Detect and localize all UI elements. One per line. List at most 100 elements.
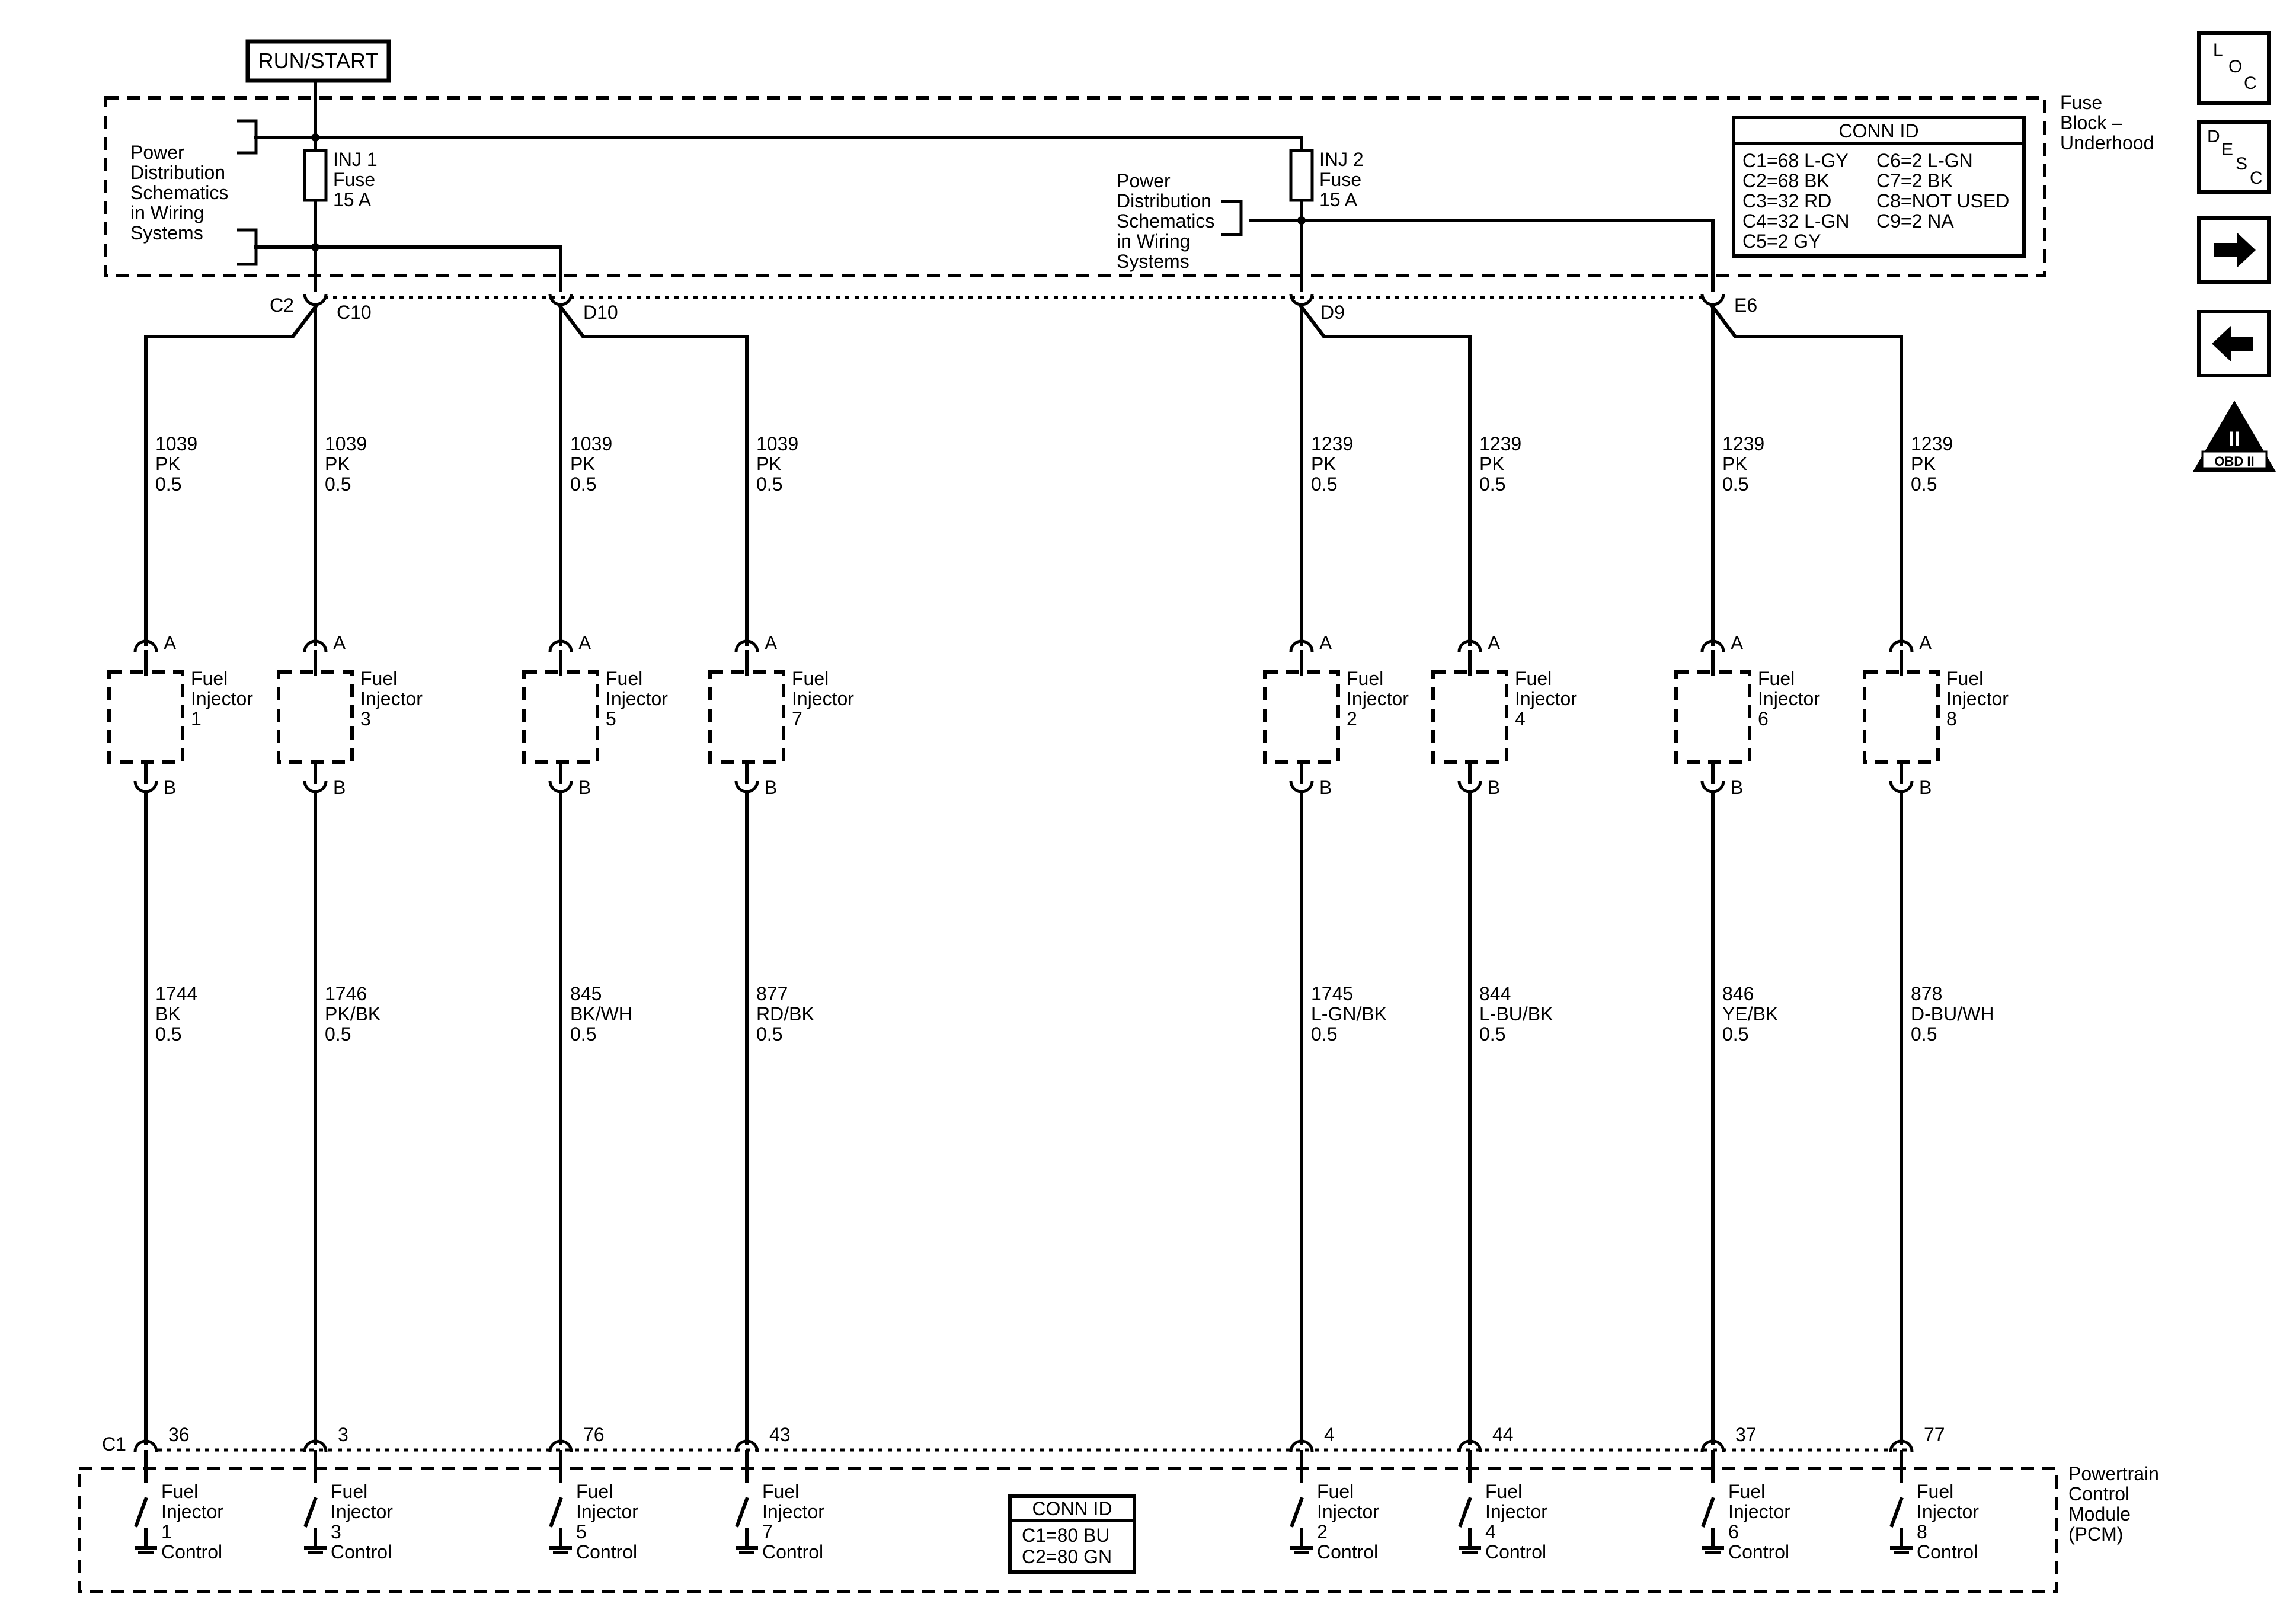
injector-1: 1039PK0.5AFuelInjector1B1744BK0.536FuelI… bbox=[107, 304, 318, 1563]
pcm-terminal bbox=[734, 1439, 759, 1452]
pcm-control-label: Control bbox=[576, 1541, 637, 1563]
bottom-wire-circuit: 878 bbox=[1911, 983, 1942, 1004]
pcm-control-label: Injector bbox=[1917, 1501, 1979, 1522]
top-wire-color: PK bbox=[756, 453, 782, 475]
fuse-inj1 bbox=[303, 149, 328, 202]
bracket-left-bottom bbox=[237, 228, 258, 266]
injector-8: 1239PK0.5AFuelInjector8B878D-BU/WH0.577F… bbox=[1710, 304, 2009, 1563]
svg-text:Systems: Systems bbox=[130, 222, 203, 244]
branch-wire bbox=[558, 304, 749, 646]
forward-arrow-icon[interactable] bbox=[2197, 216, 2271, 284]
pin-a-terminal bbox=[1889, 639, 1914, 652]
bottom-wire-color: RD/BK bbox=[756, 1003, 814, 1025]
pcm-label: Powertrain Control Module (PCM) bbox=[2068, 1463, 2159, 1545]
pcm-control-label: Fuel bbox=[331, 1481, 367, 1502]
bottom-wire-color: D-BU/WH bbox=[1911, 1003, 1994, 1025]
injector-label: 4 bbox=[1515, 708, 1526, 729]
pcm-outline bbox=[78, 1467, 2058, 1593]
bottom-wire-circuit: 1746 bbox=[325, 983, 367, 1004]
bottom-wire-circuit: 846 bbox=[1722, 983, 1754, 1004]
obd-ii-icon[interactable]: II OBD II bbox=[2193, 401, 2276, 472]
top-wire-size: 0.5 bbox=[570, 473, 596, 495]
svg-text:E: E bbox=[2221, 140, 2233, 159]
pin-a-label: A bbox=[765, 632, 778, 654]
loc-nav-icon[interactable]: L O C bbox=[2197, 31, 2271, 105]
driver-switch bbox=[1290, 1497, 1304, 1528]
pcm-control-label: Fuel bbox=[1917, 1481, 1953, 1502]
pcm-terminal bbox=[303, 1439, 328, 1452]
pcm-control-label: Control bbox=[762, 1541, 823, 1563]
svg-text:Distribution: Distribution bbox=[130, 162, 225, 183]
injector-label: Injector bbox=[360, 688, 423, 709]
power-distribution-left: Power Distribution Schematics in Wiring … bbox=[130, 142, 228, 244]
injector-label: Injector bbox=[191, 688, 253, 709]
pcm-control-label: Control bbox=[1485, 1541, 1546, 1563]
svg-text:L: L bbox=[2213, 40, 2223, 60]
bottom-wire-color: BK bbox=[155, 1003, 181, 1025]
bottom-wire-size: 0.5 bbox=[570, 1023, 596, 1045]
svg-text:C2=80 GN: C2=80 GN bbox=[1022, 1546, 1112, 1567]
back-arrow-icon[interactable] bbox=[2197, 310, 2271, 377]
bracket-left-top bbox=[237, 119, 258, 155]
pcm-control-label: Injector bbox=[1317, 1501, 1379, 1522]
pin-a-label: A bbox=[1731, 632, 1744, 654]
pin-b-label: B bbox=[1731, 777, 1743, 798]
driver-switch bbox=[549, 1497, 563, 1528]
pin-a-terminal bbox=[734, 639, 759, 652]
injector-label: Injector bbox=[606, 688, 668, 709]
pcm-terminal bbox=[548, 1439, 573, 1452]
top-wire-color: PK bbox=[570, 453, 596, 475]
pcm-terminal bbox=[1289, 1439, 1314, 1452]
pcm-control-label: Fuel bbox=[161, 1481, 198, 1502]
bottom-wire-size: 0.5 bbox=[155, 1023, 181, 1045]
top-wire-circuit: 1239 bbox=[1479, 433, 1521, 454]
svg-text:C: C bbox=[2250, 168, 2263, 188]
bottom-wire-circuit: 1744 bbox=[155, 983, 197, 1004]
desc-nav-icon[interactable]: D E S C bbox=[2197, 120, 2271, 194]
pcm-control-label: Control bbox=[331, 1541, 392, 1563]
pin-b-label: B bbox=[1488, 777, 1500, 798]
pin-b-label: B bbox=[765, 777, 777, 798]
pcm-pin-label: 4 bbox=[1324, 1424, 1335, 1445]
top-wire-circuit: 1239 bbox=[1911, 433, 1953, 454]
bottom-wire-size: 0.5 bbox=[1722, 1023, 1748, 1045]
pcm-control-label: Fuel bbox=[1485, 1481, 1522, 1502]
injector-label: Fuel bbox=[606, 668, 642, 689]
svg-text:Underhood: Underhood bbox=[2060, 132, 2154, 153]
pcm-control-label: 3 bbox=[331, 1521, 341, 1542]
injector-label: Fuel bbox=[1347, 668, 1383, 689]
top-wire-circuit: 1039 bbox=[756, 433, 798, 454]
fuse-block-outline bbox=[104, 96, 2046, 277]
fuse-inj1-label: INJ 1 Fuse 15 A bbox=[333, 149, 378, 210]
bottom-wire-color: PK/BK bbox=[325, 1003, 380, 1025]
top-wire-circuit: 1039 bbox=[325, 433, 367, 454]
pcm-control-label: 8 bbox=[1917, 1521, 1927, 1542]
svg-text:Power: Power bbox=[130, 142, 184, 163]
top-wire-circuit: 1039 bbox=[570, 433, 612, 454]
svg-text:Distribution: Distribution bbox=[1117, 190, 1211, 212]
pin-b-label: B bbox=[578, 777, 591, 798]
svg-text:(PCM): (PCM) bbox=[2068, 1523, 2123, 1545]
bottom-wire-size: 0.5 bbox=[325, 1023, 351, 1045]
injector-label: Fuel bbox=[360, 668, 397, 689]
bottom-wire-circuit: 844 bbox=[1479, 983, 1511, 1004]
svg-text:C7=2 BK: C7=2 BK bbox=[1876, 170, 1953, 191]
pcm-terminal bbox=[1889, 1439, 1914, 1452]
fuel-injector-body bbox=[1263, 670, 1340, 764]
fuel-injector-body bbox=[1674, 670, 1751, 764]
driver-switch bbox=[1458, 1497, 1472, 1528]
pin-a-label: A bbox=[164, 632, 177, 654]
pcm-pin-label: 3 bbox=[338, 1424, 348, 1445]
pin-a-label: A bbox=[1919, 632, 1932, 654]
injector-label: Fuel bbox=[1758, 668, 1795, 689]
svg-text:II: II bbox=[2229, 428, 2240, 450]
top-wire-circuit: 1239 bbox=[1311, 433, 1353, 454]
branch-wire bbox=[1710, 304, 1903, 646]
svg-text:C: C bbox=[2244, 73, 2257, 93]
bottom-wire-size: 0.5 bbox=[1479, 1023, 1505, 1045]
pcm-control-label: 4 bbox=[1485, 1521, 1496, 1542]
top-wire-size: 0.5 bbox=[325, 473, 351, 495]
top-wire-size: 0.5 bbox=[1722, 473, 1748, 495]
bottom-wire-size: 0.5 bbox=[756, 1023, 782, 1045]
top-wire-size: 0.5 bbox=[1311, 473, 1337, 495]
